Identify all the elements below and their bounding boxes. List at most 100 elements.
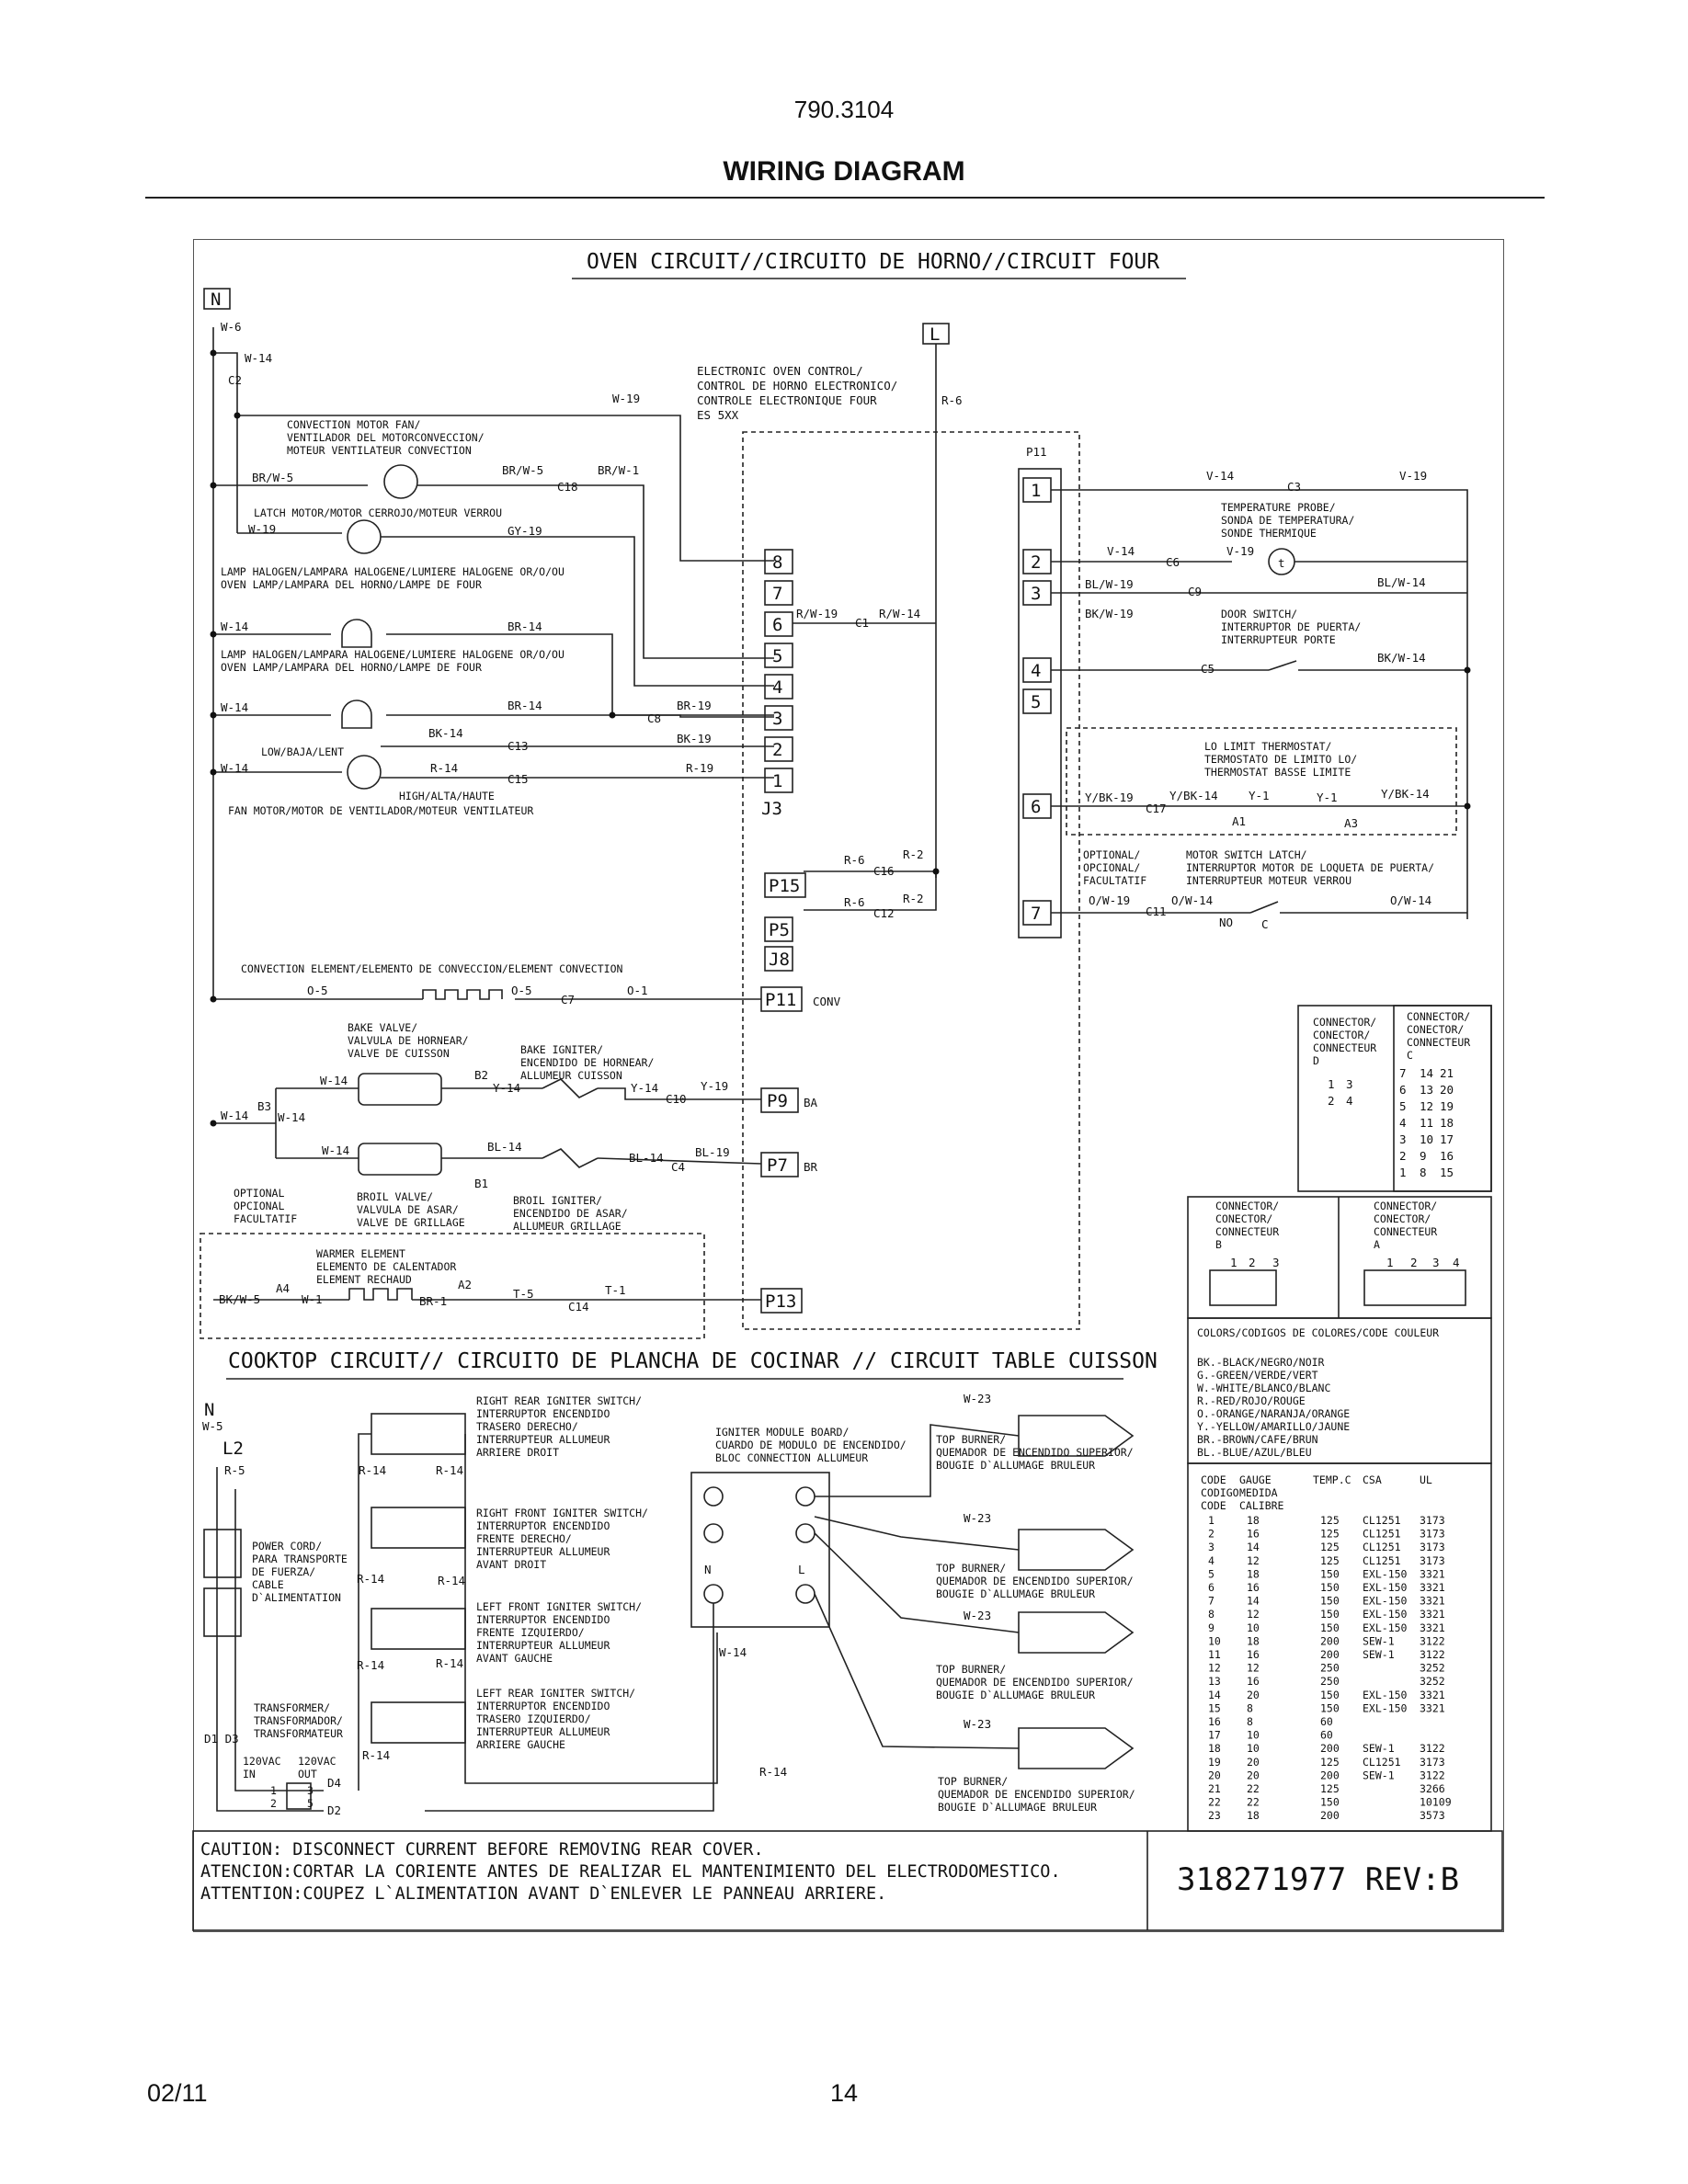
broil-igniter-label-1: BROIL IGNITER/ (513, 1194, 602, 1207)
gauge-cell: 23 (1208, 1809, 1221, 1822)
gauge-cell: 200 (1320, 1648, 1340, 1661)
wire-label: BR/W-5 (502, 463, 543, 477)
gauge-cell: 3173 (1420, 1541, 1445, 1553)
wire-label: R-14 (362, 1748, 390, 1762)
color-item: G.-GREEN/VERDE/VERT (1197, 1369, 1318, 1382)
sw-lr-label-1: LEFT REAR IGNITER SWITCH/ (476, 1687, 635, 1700)
gauge-cell: 12 (1247, 1662, 1260, 1675)
gauge-cell: 150 (1320, 1608, 1340, 1621)
wire-label: R-6 (941, 393, 963, 407)
wire-label: V-19 (1399, 469, 1427, 483)
p11-pin: 4 (1031, 661, 1041, 681)
conv-tag: CONV (813, 995, 841, 1008)
p7-label: P7 (767, 1155, 788, 1176)
connector-b-title-4: B (1215, 1238, 1222, 1251)
wire-label: A3 (1344, 816, 1358, 830)
conv-fan-label-3: MOTEUR VENTILATEUR CONVECTION (287, 444, 472, 457)
gauge-cell: 12 (1247, 1554, 1260, 1567)
burner-lf-label-1: TOP BURNER/ (936, 1663, 1006, 1676)
wire-label: R-14 (359, 1463, 386, 1477)
gauge-cell: 3173 (1420, 1756, 1445, 1769)
sw-lf-label-4: INTERRUPTEUR ALLUMEUR (476, 1639, 610, 1652)
gauge-cell: 11 (1208, 1648, 1221, 1661)
wire-label: V-14 (1206, 469, 1234, 483)
wire-label: A1 (1232, 814, 1246, 828)
j3-connector (764, 549, 793, 793)
gauge-table-panel (1187, 1462, 1492, 1832)
wire-label: Y/BK-19 (1085, 791, 1134, 804)
gauge-header: CODE (1201, 1499, 1226, 1512)
connector-c-pin: 20 (1440, 1083, 1454, 1097)
gauge-cell: 16 (1247, 1648, 1260, 1661)
module-label-2: CUARDO DE MODULO DE ENCENDIDO/ (715, 1439, 907, 1451)
gauge-cell: EXL-150 (1363, 1581, 1408, 1594)
wire-label: W-14 (221, 1109, 248, 1122)
wire-label: BL-14 (629, 1151, 664, 1165)
door-switch-symbol (1268, 660, 1297, 671)
gauge-cell: 150 (1320, 1567, 1340, 1580)
transformer-pin: 5 (307, 1797, 314, 1810)
door-switch-label-1: DOOR SWITCH/ (1221, 608, 1297, 620)
p11-pin: 6 (1031, 797, 1041, 817)
fan-motor-label: FAN MOTOR/MOTOR DE VENTILADOR/MOTEUR VEN… (228, 804, 533, 817)
gauge-cell: SEW-1 (1363, 1769, 1395, 1781)
p15-box (764, 872, 806, 898)
page-title: WIRING DIAGRAM (723, 156, 965, 187)
sw-rr-label-4: INTERRUPTEUR ALLUMEUR (476, 1433, 610, 1446)
color-item: R.-RED/ROJO/ROUGE (1197, 1394, 1306, 1407)
gauge-cell: 20 (1208, 1769, 1221, 1781)
burner-lr-label-3: BOUGIE D`ALLUMAGE BRULEUR (938, 1801, 1097, 1814)
wire-label: BR/W-5 (252, 471, 293, 484)
connector-c-pin: 2 (1399, 1149, 1407, 1163)
gauge-header: CALIBRE (1239, 1499, 1284, 1512)
gauge-cell: EXL-150 (1363, 1701, 1408, 1714)
caution-es: ATENCION:CORTAR LA CORIENTE ANTES DE REA… (200, 1862, 1061, 1882)
p11-pin: 5 (1031, 692, 1041, 712)
w23-burner1 (815, 1424, 1020, 1497)
wire-label: W-23 (964, 1717, 991, 1731)
wire-label: B3 (257, 1099, 271, 1113)
wire-label: B2 (474, 1068, 488, 1082)
gauge-cell: 5 (1208, 1567, 1215, 1580)
warmer-label-1: WARMER ELEMENT (316, 1247, 405, 1260)
wire-label: C7 (561, 993, 575, 1007)
gauge-cell: 3321 (1420, 1689, 1445, 1701)
wire-label: C15 (508, 772, 529, 786)
transformer-label-1: TRANSFORMER/ (254, 1701, 330, 1714)
connector-c-pin: 17 (1440, 1132, 1454, 1146)
conv-fan-label-2: VENTILADOR DEL MOTORCONVECCION/ (287, 431, 485, 444)
gauge-cell: 3321 (1420, 1621, 1445, 1634)
connector-b-title-1: CONNECTOR/ (1215, 1200, 1279, 1212)
wire-label: W-23 (964, 1609, 991, 1622)
wire-label: Y-1 (1249, 789, 1270, 802)
gauge-header: GAUGE (1239, 1473, 1272, 1486)
module-terminals (703, 1486, 815, 1604)
broil-igniter-symbol (542, 1148, 599, 1168)
sw-rf-label-5: AVANT DROIT (476, 1558, 546, 1571)
transformer-label-3: TRANSFORMATEUR (254, 1727, 343, 1740)
warmer-element-symbol (348, 1288, 413, 1301)
bake-valve-label-2: VALVULA DE HORNEAR/ (348, 1034, 469, 1047)
top-burners (1018, 1415, 1135, 1769)
gauge-cell: 19 (1208, 1756, 1221, 1769)
connector-c-pin: 7 (1399, 1066, 1407, 1080)
wire-label: Y-14 (631, 1081, 658, 1095)
broil-valve-label-2: VALVULA DE ASAR/ (357, 1203, 459, 1216)
lo-limit-label-3: THERMOSTAT BASSE LIMITE (1204, 766, 1351, 779)
temp-probe-label-1: TEMPERATURE PROBE/ (1221, 501, 1336, 514)
gauge-cell: 18 (1247, 1567, 1260, 1580)
sw-lf-label-1: LEFT FRONT IGNITER SWITCH/ (476, 1600, 642, 1613)
gauge-cell: 20 (1247, 1769, 1260, 1781)
vin-label-1: 120VAC (243, 1755, 281, 1768)
gauge-cell: 3573 (1420, 1809, 1445, 1822)
gauge-cell: EXL-150 (1363, 1621, 1408, 1634)
burner-rf-label-1: TOP BURNER/ (936, 1562, 1006, 1575)
broil-valve-symbol (358, 1143, 442, 1176)
connector-a-title-3: CONNECTEUR (1374, 1225, 1437, 1238)
gauge-cell: 10 (1247, 1621, 1260, 1634)
gauge-cell: 10109 (1420, 1796, 1452, 1809)
eoc-label-3: CONTROLE ELECTRONIQUE FOUR (697, 393, 877, 407)
gauge-cell: 3321 (1420, 1581, 1445, 1594)
connector-a-title-2: CONECTOR/ (1374, 1212, 1431, 1225)
p11-pin: 3 (1031, 584, 1041, 604)
